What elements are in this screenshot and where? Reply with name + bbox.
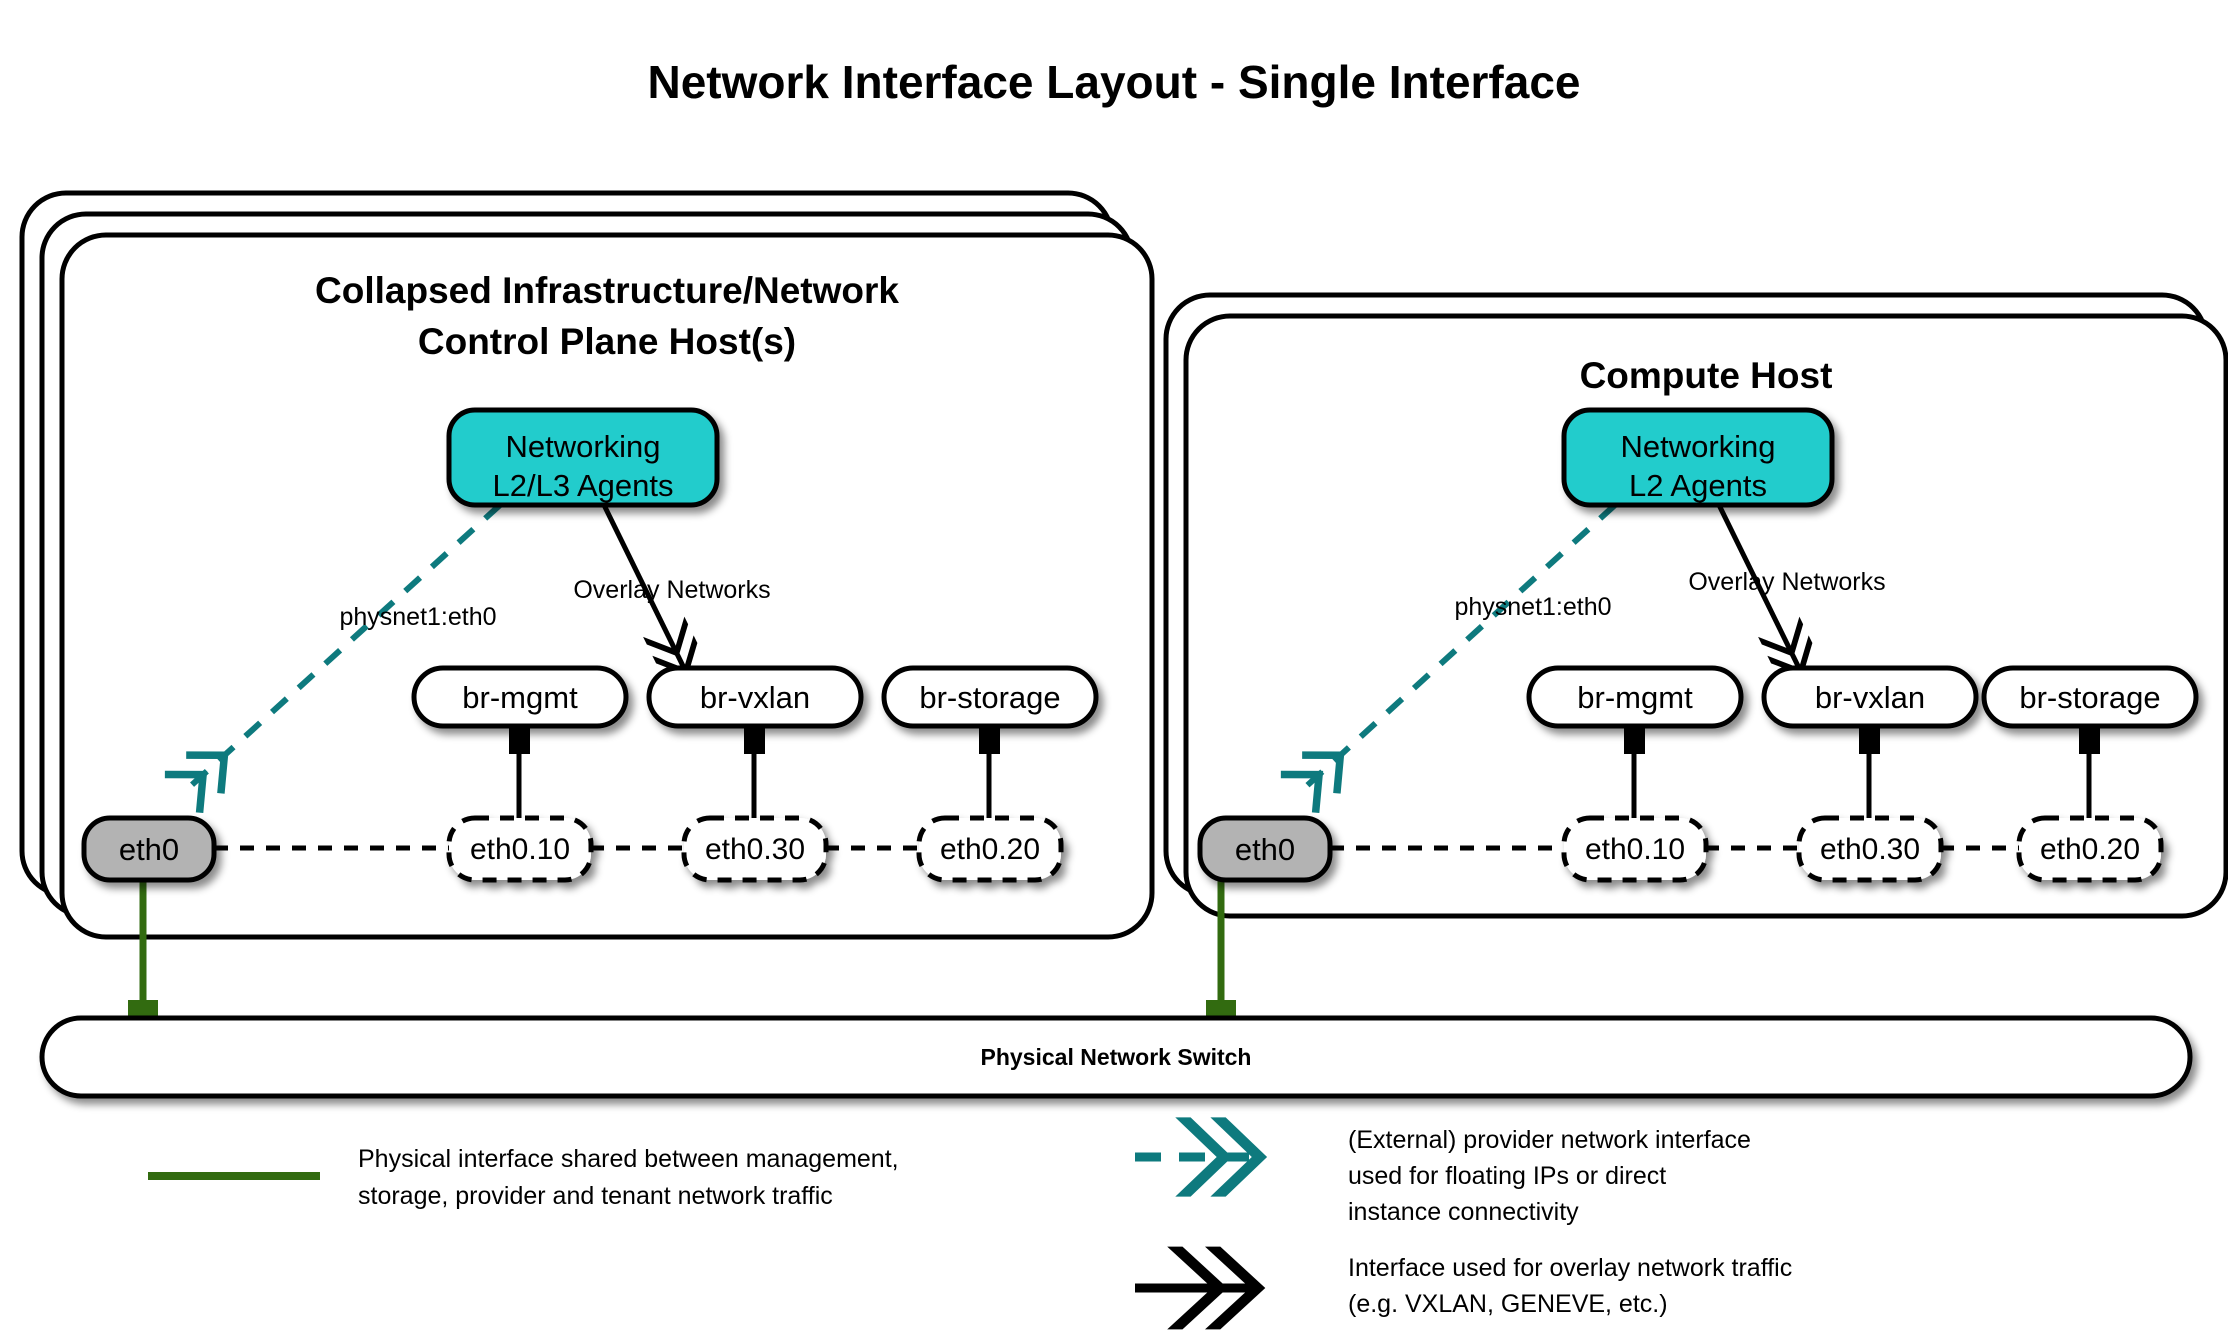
compute-eth0-shape: [1197, 815, 1333, 883]
vlan-node-eth0-30[interactable]: [681, 815, 829, 883]
compute-agent-label-line1: Networking: [1620, 429, 1775, 464]
vlan-shape-eth0-30: [681, 815, 829, 883]
vlan-label-eth0-10: eth0.10: [470, 833, 570, 866]
compute-eth0-label: eth0: [1235, 832, 1295, 867]
bridge-node-br-storage[interactable]: [881, 665, 1099, 729]
overlay-link-label: Overlay Networks: [573, 576, 770, 604]
compute-bridge-label-br-vxlan: br-vxlan: [1815, 680, 1925, 715]
compute-vlan-shape-eth0-20: [2016, 815, 2164, 883]
compute-bridge-shape-br-mgmt: [1526, 665, 1744, 729]
physical-network-switch[interactable]: [39, 1015, 2193, 1099]
compute-bridge-label-br-storage: br-storage: [2019, 680, 2160, 715]
bridge-label-br-vxlan: br-vxlan: [700, 680, 810, 715]
switch-label: Physical Network Switch: [981, 1044, 1252, 1070]
compute-vlan-shape-eth0-30: [1796, 815, 1944, 883]
bridge-label-br-storage: br-storage: [919, 680, 1060, 715]
host-panel-stack-layer-1: [59, 232, 1155, 940]
eth0-shape: [81, 815, 217, 883]
compute-overlay-link-label: Overlay Networks: [1688, 568, 1885, 596]
vlan-label-eth0-30: eth0.30: [705, 833, 805, 866]
compute-agent-box-shape: [1561, 407, 1835, 508]
bridge-port-storage: [979, 723, 1000, 754]
compute-bridge-shape-br-storage: [1981, 665, 2199, 729]
bridge-port-mgmt: [509, 723, 530, 754]
compute-provider-link-label: physnet1:eth0: [1454, 593, 1611, 621]
compute-bridge-node-br-storage[interactable]: [1981, 665, 2199, 729]
bridge-port-vxlan: [744, 723, 765, 754]
legend-provider-line-3: instance connectivity: [1348, 1198, 1579, 1226]
bridge-node-br-vxlan[interactable]: [646, 665, 864, 729]
compute-bridge-node-br-vxlan[interactable]: [1761, 665, 1979, 729]
agent-box-shape: [446, 407, 720, 508]
bridge-shape-br-mgmt: [411, 665, 629, 729]
compute-bridge-node-br-mgmt[interactable]: [1526, 665, 1744, 729]
agent-label-line1: Networking: [505, 429, 660, 464]
compute-vlan-label-eth0-30: eth0.30: [1820, 833, 1920, 866]
provider-link-label: physnet1:eth0: [339, 603, 496, 631]
eth0-label: eth0: [119, 832, 179, 867]
legend-overlay-line-1: Interface used for overlay network traff…: [1348, 1254, 1792, 1282]
agent-label-line2: L2/L3 Agents: [493, 468, 674, 503]
control-plane-host-group: Collapsed Infrastructure/Network Control…: [19, 190, 1155, 1034]
compute-vlan-node-eth0-30[interactable]: [1796, 815, 1944, 883]
compute-bridge-port-vxlan: [1859, 723, 1880, 754]
compute-vlan-node-eth0-20[interactable]: [2016, 815, 2164, 883]
compute-vlan-shape-eth0-10: [1561, 815, 1709, 883]
compute-physical-interface-node-eth0[interactable]: [1197, 815, 1333, 883]
vlan-node-eth0-10[interactable]: [446, 815, 594, 883]
physical-interface-node-eth0[interactable]: [81, 815, 217, 883]
host-title-line2: Control Plane Host(s): [418, 321, 796, 362]
host-title-line1: Collapsed Infrastructure/Network: [315, 270, 899, 311]
compute-networking-agent-node[interactable]: [1561, 407, 1835, 508]
vlan-shape-eth0-20: [916, 815, 1064, 883]
bridge-shape-br-storage: [881, 665, 1099, 729]
compute-host-title: Compute Host: [1580, 355, 1833, 396]
overlay-network-link: [601, 503, 698, 676]
compute-bridge-port-mgmt: [1624, 723, 1645, 754]
switch-shape: [39, 1015, 2193, 1099]
legend-item-overlay-network: Interface used for overlay network traff…: [1135, 1246, 1792, 1330]
page-title: Network Interface Layout - Single Interf…: [647, 56, 1580, 108]
legend-physical-line-2: storage, provider and tenant network tra…: [358, 1182, 833, 1210]
legend-overlay-line-2: (e.g. VXLAN, GENEVE, etc.): [1348, 1290, 1668, 1318]
compute-agent-label-line2: L2 Agents: [1629, 468, 1767, 503]
networking-agent-node[interactable]: [446, 407, 720, 508]
bridge-shape-br-vxlan: [646, 665, 864, 729]
compute-bridge-label-br-mgmt: br-mgmt: [1577, 680, 1693, 715]
compute-vlan-label-eth0-10: eth0.10: [1585, 833, 1685, 866]
compute-host-group: Compute Host physnet1:eth0 Overlay Netwo…: [1163, 292, 2228, 1034]
bridge-label-br-mgmt: br-mgmt: [462, 680, 578, 715]
legend-provider-line-2: used for floating IPs or direct: [1348, 1162, 1666, 1190]
legend-physical-line-1: Physical interface shared between manage…: [358, 1145, 899, 1173]
legend-item-physical-interface: Physical interface shared between manage…: [148, 1145, 899, 1210]
compute-overlay-network-link: [1716, 503, 1813, 676]
compute-panel-stack-layer-1: [1183, 313, 2228, 919]
legend-provider-line-1: (External) provider network interface: [1348, 1126, 1751, 1154]
legend-item-provider-network: (External) provider network interface us…: [1135, 1117, 1751, 1226]
compute-bridge-port-storage: [2079, 723, 2100, 754]
vlan-node-eth0-20[interactable]: [916, 815, 1064, 883]
compute-bridge-shape-br-vxlan: [1761, 665, 1979, 729]
legend: Physical interface shared between manage…: [148, 1117, 1792, 1330]
vlan-label-eth0-20: eth0.20: [940, 833, 1040, 866]
compute-vlan-label-eth0-20: eth0.20: [2040, 833, 2140, 866]
vlan-shape-eth0-10: [446, 815, 594, 883]
bridge-node-br-mgmt[interactable]: [411, 665, 629, 729]
compute-vlan-node-eth0-10[interactable]: [1561, 815, 1709, 883]
